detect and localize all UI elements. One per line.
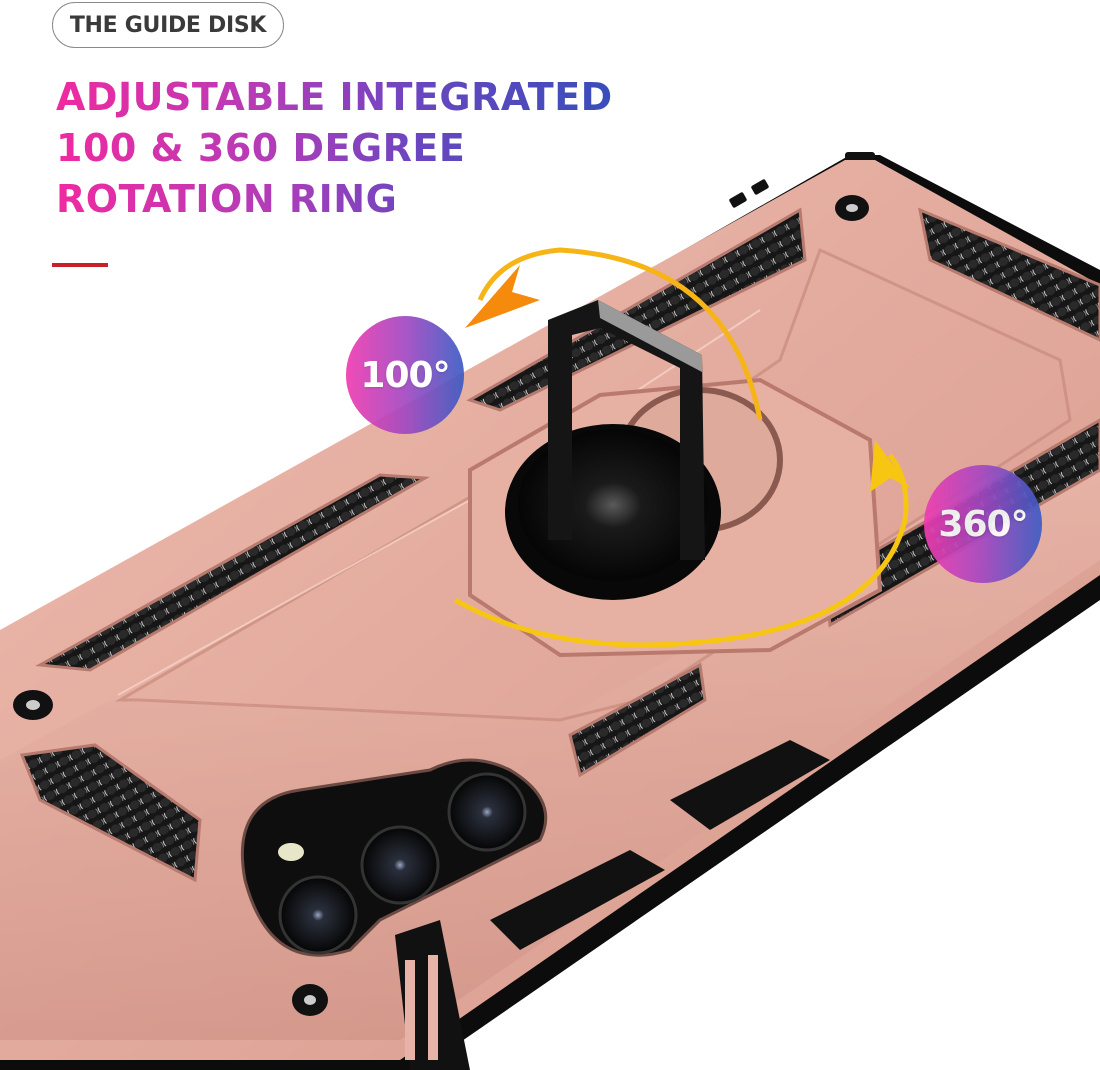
headline-line-1: ADJUSTABLE INTEGRATED [56,75,613,119]
side-button-cutouts [395,740,830,1070]
ring-kickstand [548,300,705,560]
tilt-angle-badge: 100° [346,316,464,434]
section-label-pill: THE GUIDE DISK [52,2,284,48]
accent-divider [52,263,108,267]
section-label-text: THE GUIDE DISK [69,12,267,38]
rotation-arrow-icon [453,440,910,648]
feature-headline: ADJUSTABLE INTEGRATED 100 & 360 DEGREE R… [56,72,656,225]
camera-module [240,758,548,957]
rotation-angle-text: 360° [938,503,1028,545]
tilt-arrow-icon [465,247,763,421]
headline-line-3: ROTATION RING [56,177,398,221]
rotation-angle-badge: 360° [924,465,1042,583]
tilt-angle-text: 100° [360,354,450,396]
corner-screw-icons [13,152,875,1016]
headline-line-2: 100 & 360 DEGREE [56,126,466,170]
